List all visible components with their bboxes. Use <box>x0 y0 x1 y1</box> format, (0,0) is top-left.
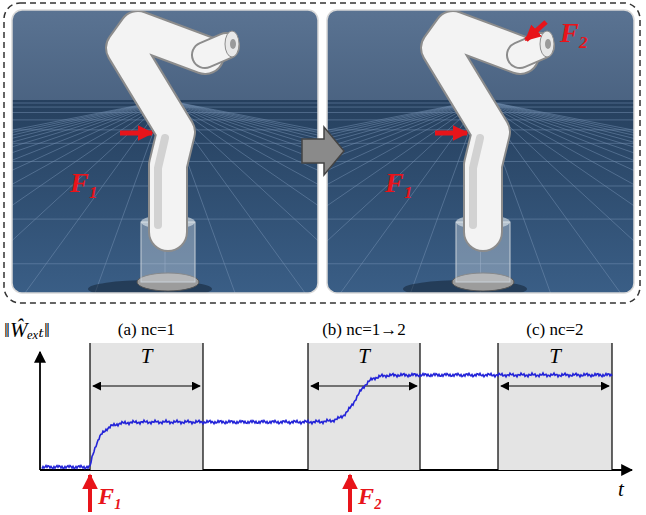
window-length: T <box>546 345 564 367</box>
force-arrow <box>435 131 467 136</box>
window-heading: (c) nc=2 <box>474 319 636 341</box>
right-scene <box>327 10 634 293</box>
window-edge <box>202 343 203 470</box>
window-heading: (b) nc=1→2 <box>284 319 444 341</box>
force-label: F₂ <box>560 18 588 48</box>
window-edge <box>307 343 308 470</box>
scene-panel: F₁ <box>12 10 318 293</box>
force-label: F₁ <box>98 484 122 508</box>
panel-border <box>327 10 634 293</box>
window-length: T <box>138 345 156 367</box>
window-length-arrow <box>93 385 200 386</box>
left-scene <box>12 10 318 293</box>
window-length: T <box>355 345 373 367</box>
robot-arm <box>88 30 239 293</box>
force-onset-arrow <box>348 475 352 512</box>
robot-arm <box>403 30 554 293</box>
window-length-arrow <box>311 385 417 386</box>
force-label: F₁ <box>385 168 413 198</box>
window-edge <box>89 343 90 470</box>
window-heading: (a) nc=1 <box>66 319 227 341</box>
axis-label: ‖Ŵₑₓₜ‖ <box>4 318 50 342</box>
time-window: (a) nc=1T <box>90 343 203 470</box>
y-axis <box>39 352 41 470</box>
scene-panel: F₂ F₁ <box>327 10 634 293</box>
window-edge <box>419 343 420 470</box>
panel-border <box>12 10 318 293</box>
window-edge <box>497 343 498 470</box>
window-length-arrow <box>501 385 609 386</box>
force-arrow <box>526 22 546 40</box>
dashed-frame <box>4 3 640 303</box>
force-label: F₂ <box>358 484 382 508</box>
force-label: F₁ <box>70 168 98 198</box>
axis-label: t <box>618 477 624 501</box>
time-window: (c) nc=2T <box>498 343 612 470</box>
window-edge <box>611 343 612 470</box>
force-onset-arrow <box>88 475 92 512</box>
force-arrow <box>120 131 152 136</box>
wrench-norm-curve <box>42 373 612 468</box>
transition-arrow <box>302 127 344 175</box>
time-window: (b) nc=1→2T <box>308 343 420 470</box>
